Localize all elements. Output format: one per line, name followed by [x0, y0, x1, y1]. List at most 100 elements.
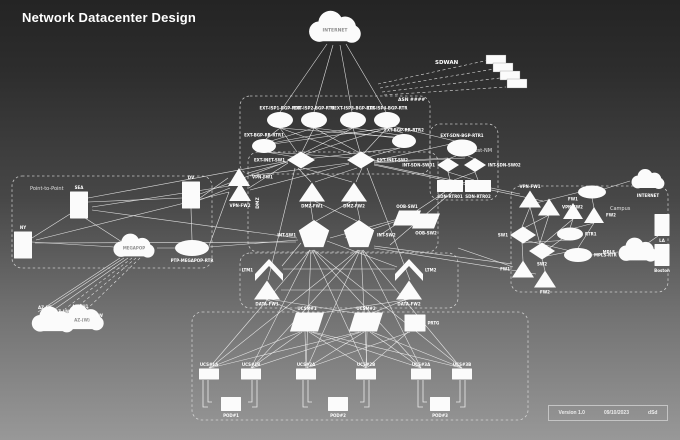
node-label: INT-SDN-SW01 [402, 163, 435, 168]
ext-isp2-rtr-shape [301, 112, 327, 128]
node-int-sw2: INT-SW2 [343, 220, 396, 248]
node-campus-fw4: FW2 [534, 270, 556, 295]
nodes-layer: INTERNET EXT-ISP1-BGP-RTREXT-ISP2-BGP-RTR… [14, 10, 670, 418]
date-label: 09/10/2023 [603, 410, 629, 416]
node-campus-vpn-fw1: VPN-FW1 [519, 184, 541, 208]
node-site-sea: SEA [70, 185, 88, 219]
node-label: EXT-BGP-RR-RTR1 [244, 133, 284, 138]
node-label: SEA [75, 185, 85, 190]
node-label: INT-SW1 [277, 233, 296, 238]
campus-vpn-fw1-shape [519, 190, 541, 208]
connection-line [208, 239, 299, 248]
node-ptp-megapop-rtr: PTP-MEGAPOP-RTR [171, 240, 214, 263]
connection-line [301, 127, 315, 153]
connection-line [383, 86, 507, 96]
connection-line [312, 249, 422, 369]
site-boston-shape [654, 244, 670, 266]
node-internet-cloud: INTERNET [309, 10, 361, 43]
connection-line [35, 191, 230, 241]
connection-line [386, 127, 404, 134]
connection-line [381, 77, 501, 93]
sdwan-stack-layer [485, 54, 507, 65]
connection-line [369, 331, 422, 369]
campus-mpls-rtr-shape [564, 248, 592, 262]
connection-line [447, 155, 457, 160]
title-block: Version 1.0 09/10/2023 dSd [548, 405, 668, 421]
connection-line [366, 167, 411, 281]
node-sdwan-stack [485, 54, 528, 89]
ext-isp3-rtr-shape [340, 112, 366, 128]
node-label: INT-SW2 [377, 233, 396, 238]
node-campus-rtr1: RTR1 [557, 227, 597, 241]
connection-line [265, 151, 296, 158]
node-label: UCS#3A [412, 362, 431, 367]
connection-line [305, 127, 388, 155]
connection-line [352, 127, 361, 153]
node-label: AZ-SW [88, 313, 103, 318]
connection-line [373, 245, 513, 265]
node-label: Cust-NM [471, 148, 492, 154]
cable-elbow [460, 380, 466, 408]
connection-line [311, 249, 367, 369]
connection-line [270, 127, 315, 142]
connection-line [373, 157, 449, 163]
az-uw-label: AZ-UW [55, 309, 71, 314]
region-data-zone [239, 252, 459, 309]
int-sw1-shape [298, 220, 330, 248]
version-label: Version 1.0 [558, 410, 585, 416]
node-ext-bgp-rr-rtr2: EXT-BGP-RR-RTR2 [384, 128, 424, 148]
connection-line [313, 298, 412, 315]
node-label: EXT-ISP1-BGP-RTR [260, 106, 301, 111]
connection-line [267, 151, 356, 159]
node-label: DATA-FW1 [255, 302, 278, 307]
connection-line [250, 331, 303, 369]
region-data-hall-border [191, 311, 529, 421]
connection-line [268, 298, 361, 315]
node-ltm2: LTM2 [395, 259, 437, 281]
connection-line [377, 59, 490, 85]
connection-line [303, 127, 354, 154]
node-label: EXT-ISP2-BGP-RTR [294, 106, 335, 111]
author-label: dSd [648, 410, 658, 416]
connection-line [208, 249, 311, 369]
cloud-part [624, 250, 652, 261]
node-label: SW2 [537, 262, 547, 267]
prtg-shape [404, 314, 426, 332]
cloud-part [66, 318, 98, 330]
ltm2-shape [395, 259, 423, 281]
connection-line [474, 171, 479, 181]
connection-line [371, 298, 408, 314]
oob-sw1-shape [393, 210, 421, 226]
connection-line [313, 200, 358, 222]
node-tor-ucs3a: UCS#3A [411, 362, 431, 380]
node-label: LTM2 [425, 268, 437, 273]
node-label: POD#2 [330, 413, 346, 418]
campus-rtr1-shape [557, 227, 583, 241]
node-ext-inet-sw2: EXT-INET-SW2 [347, 151, 408, 169]
node-label: PTP-MEGAPOP-RTR [171, 258, 214, 263]
region-data-zone-border [239, 252, 459, 309]
ext-sdn-bgp-rtr1-shape [447, 139, 477, 157]
data-fw2-shape [396, 280, 422, 300]
connection-line [248, 162, 289, 189]
connection-line [279, 127, 353, 155]
region-dmz-border [247, 151, 439, 253]
int-sdn-sw02-shape [464, 158, 486, 172]
ext-inet-sw2-shape [347, 151, 375, 169]
node-label: VPN-FW1 [252, 175, 273, 180]
node-label: PRTG [428, 321, 440, 326]
pod2-shape [328, 397, 348, 411]
cable-elbow [456, 380, 461, 403]
connection-line [302, 167, 353, 183]
node-ext-isp3-rtr: UEXT-ISP3-BGP-RTR [331, 106, 375, 128]
node-ext-sdn-bgp-rtr1: EXT-SDN-BGP-RTR1 [440, 133, 484, 157]
cable-elbow [207, 380, 212, 403]
connection-line [306, 331, 365, 369]
connection-line [647, 235, 659, 244]
node-pod2: POD#2 [328, 397, 348, 418]
connection-line [44, 257, 125, 311]
node-site-boston: Boston [654, 244, 670, 273]
sdwan-label: SDWAN [435, 60, 459, 66]
